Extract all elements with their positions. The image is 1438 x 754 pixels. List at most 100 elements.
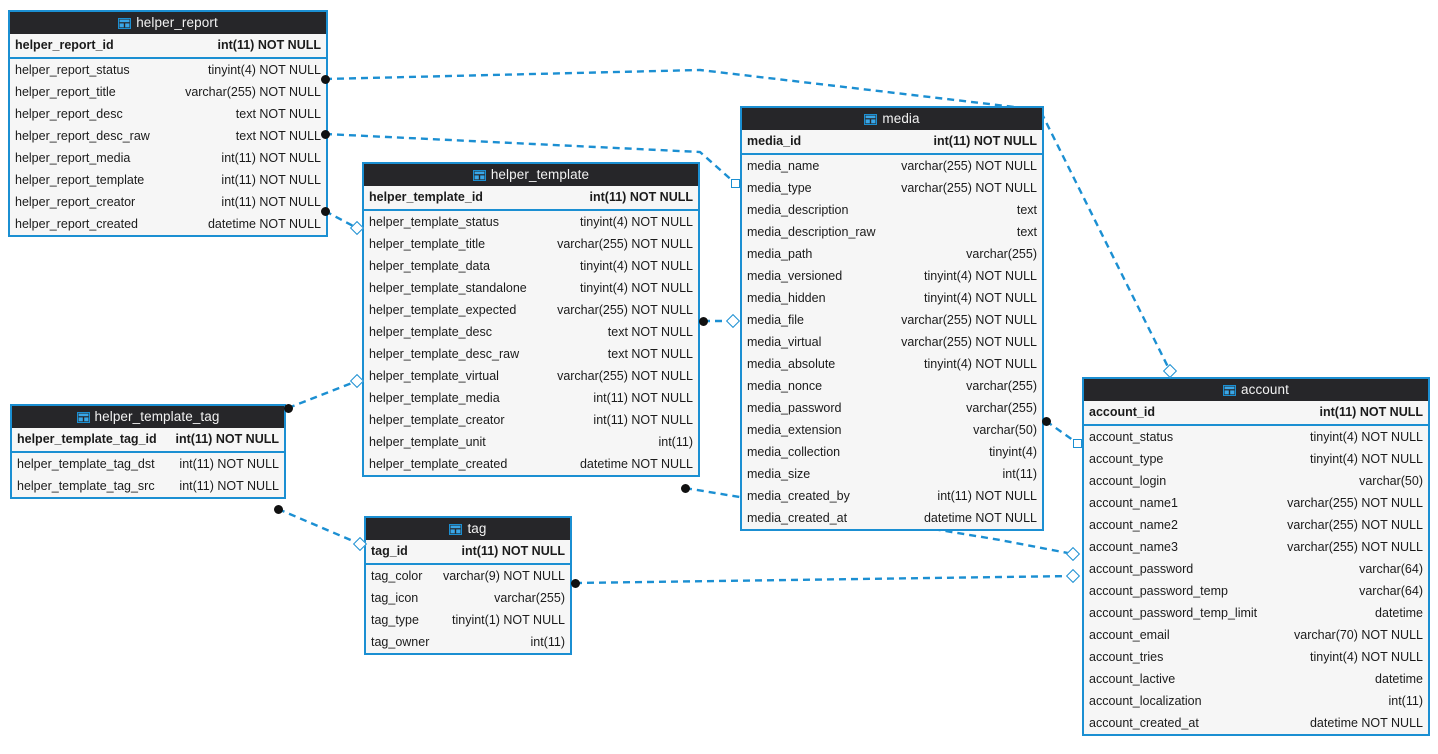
column-type: int(11) NOT NULL	[221, 151, 321, 165]
column-type: int(11) NOT NULL	[221, 195, 321, 209]
column-type: varchar(255) NOT NULL	[557, 369, 693, 383]
column-type: varchar(9) NOT NULL	[442, 569, 565, 583]
column-type: tinyint(4) NOT NULL	[924, 291, 1037, 305]
relation-endpoint-dot	[273, 504, 283, 514]
table-header-media[interactable]: media	[742, 108, 1042, 130]
column-type: tinyint(4)	[989, 445, 1037, 459]
column-name: account_type	[1089, 452, 1164, 466]
column-name: account_tries	[1089, 650, 1164, 664]
column-name: tag_color	[371, 569, 423, 583]
column-type: tinyint(4) NOT NULL	[1310, 430, 1423, 444]
table-header-account[interactable]: account	[1084, 379, 1428, 401]
column-type: int(11) NOT NULL	[933, 134, 1037, 148]
column-type: text NOT NULL	[607, 347, 693, 361]
table-header-helper_template_tag[interactable]: helper_template_tag	[12, 406, 284, 428]
column-type: varchar(255) NOT NULL	[901, 313, 1037, 327]
column-name: tag_owner	[371, 635, 430, 649]
column-name: media_description_raw	[747, 225, 876, 239]
column-name: media_created_at	[747, 511, 848, 525]
table-icon	[118, 17, 132, 29]
table-header-tag[interactable]: tag	[366, 518, 570, 540]
column-name: account_name3	[1089, 540, 1178, 554]
column-type: int(11) NOT NULL	[593, 413, 693, 427]
column-name: helper_report_title	[15, 85, 116, 99]
column-name: helper_template_id	[369, 190, 483, 204]
table-header-helper_template[interactable]: helper_template	[364, 164, 698, 186]
column-row[interactable]: tag_color varchar(9) NOT NULL	[366, 565, 570, 587]
relation-endpoint-diamond	[1065, 546, 1081, 562]
relation-rel-report-creator	[324, 209, 358, 230]
table-header-helper_report[interactable]: helper_report	[10, 12, 326, 34]
column-type: varchar(255)	[966, 401, 1037, 415]
